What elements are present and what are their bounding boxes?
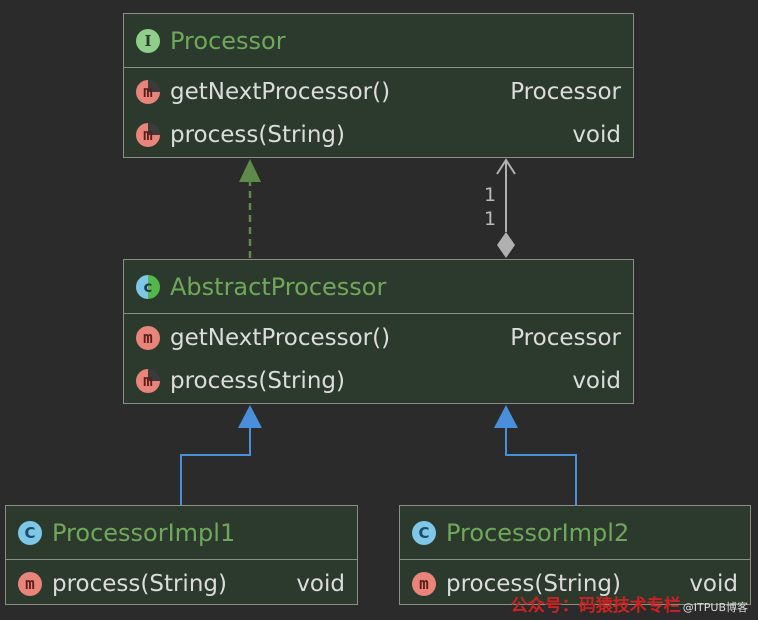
method-name: getNextProcessor() bbox=[170, 78, 391, 105]
method-row[interactable]: m process(String) void bbox=[124, 113, 633, 156]
method-row[interactable]: m process(String) void bbox=[6, 562, 357, 605]
class-name: Processor bbox=[170, 26, 286, 55]
class-processor-impl2[interactable]: C ProcessorImpl2 m process(String) void bbox=[399, 505, 751, 605]
multiplicity-top: 1 bbox=[484, 184, 497, 206]
multiplicity-bottom: 1 bbox=[484, 208, 497, 230]
class-header: c AbstractProcessor bbox=[124, 260, 633, 314]
abstract-class-icon: c bbox=[136, 274, 160, 299]
method-icon: m bbox=[18, 571, 42, 596]
realization-arrowhead bbox=[239, 159, 261, 182]
abstract-method-icon: m bbox=[136, 122, 160, 147]
inheritance-arrowhead-impl1 bbox=[238, 405, 262, 428]
class-header: I Processor bbox=[124, 14, 633, 68]
method-return-type: void bbox=[572, 367, 621, 394]
method-row[interactable]: m getNextProcessor() Processor bbox=[124, 316, 633, 359]
inheritance-arrowhead-impl2 bbox=[494, 405, 518, 428]
method-return-type: void bbox=[296, 570, 345, 597]
method-name: process(String) bbox=[170, 121, 345, 148]
method-row[interactable]: m getNextProcessor() Processor bbox=[124, 70, 633, 113]
abstract-method-icon: m bbox=[136, 79, 160, 104]
method-name: getNextProcessor() bbox=[170, 324, 391, 351]
class-icon: C bbox=[18, 520, 42, 545]
method-name: process(String) bbox=[170, 367, 345, 394]
watermark: 公众号：码猿技术专栏@ITPUB博客 bbox=[511, 591, 748, 616]
class-abstract-processor[interactable]: c AbstractProcessor m getNextProcessor()… bbox=[123, 259, 634, 404]
inheritance-line-impl1 bbox=[180, 428, 251, 505]
class-header: C ProcessorImpl1 bbox=[6, 506, 357, 560]
method-row[interactable]: m process(String) void bbox=[124, 359, 633, 402]
watermark-text: 公众号：码猿技术专栏 bbox=[510, 596, 681, 616]
method-icon: m bbox=[412, 571, 436, 596]
method-return-type: void bbox=[689, 570, 738, 597]
watermark-site: @ITPUB博客 bbox=[682, 601, 748, 614]
interface-icon: I bbox=[136, 28, 160, 53]
method-return-type: void bbox=[572, 121, 621, 148]
association-arrowhead bbox=[496, 158, 516, 175]
class-name: AbstractProcessor bbox=[170, 272, 387, 301]
class-icon: C bbox=[412, 520, 436, 545]
method-name: process(String) bbox=[446, 570, 621, 597]
class-name: ProcessorImpl2 bbox=[446, 518, 630, 547]
method-return-type: Processor bbox=[510, 78, 621, 105]
class-header: C ProcessorImpl2 bbox=[400, 506, 750, 560]
aggregation-diamond bbox=[497, 232, 515, 258]
abstract-method-icon: m bbox=[136, 368, 160, 393]
class-processor[interactable]: I Processor m getNextProcessor() Process… bbox=[123, 13, 634, 158]
method-icon: m bbox=[136, 325, 160, 350]
inheritance-line-impl2 bbox=[505, 428, 577, 505]
class-processor-impl1[interactable]: C ProcessorImpl1 m process(String) void bbox=[5, 505, 358, 605]
method-name: process(String) bbox=[52, 570, 227, 597]
class-name: ProcessorImpl1 bbox=[52, 518, 236, 547]
method-return-type: Processor bbox=[510, 324, 621, 351]
method-row[interactable]: m process(String) void bbox=[400, 562, 750, 605]
